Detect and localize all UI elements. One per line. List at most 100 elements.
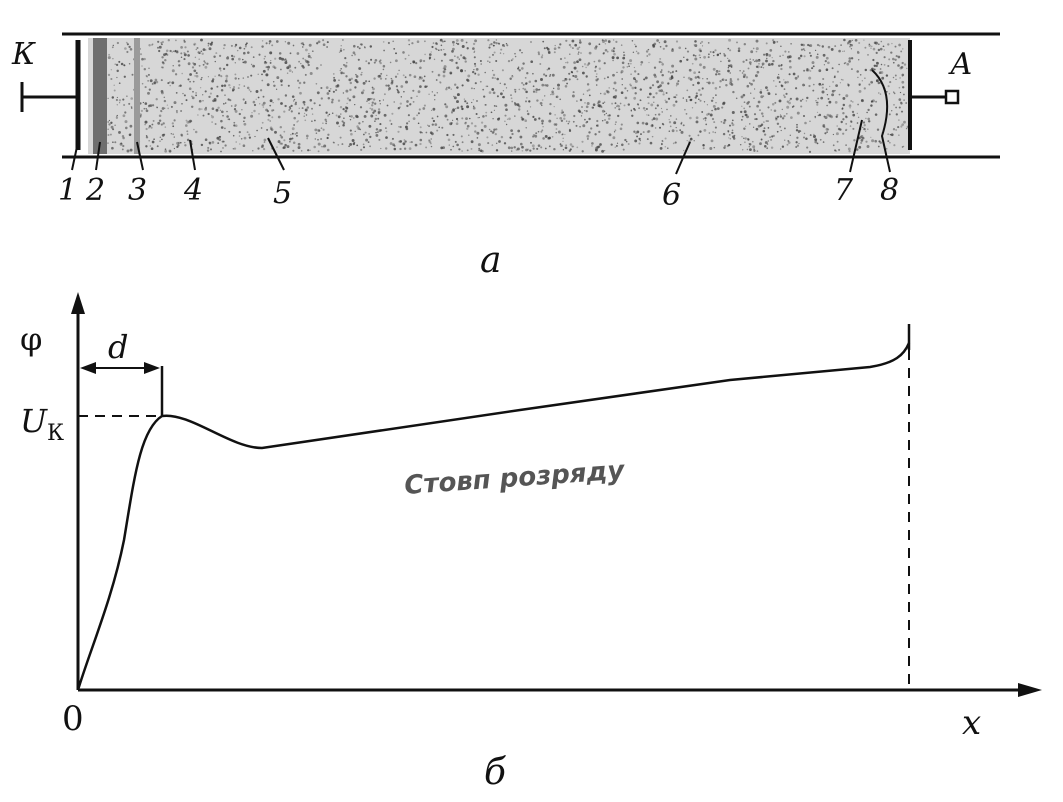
glow-speck xyxy=(890,51,893,54)
glow-speck xyxy=(354,78,358,82)
glow-speck xyxy=(280,80,282,83)
glow-speck xyxy=(345,75,348,78)
glow-speck xyxy=(598,43,601,46)
glow-speck xyxy=(365,60,368,63)
glow-speck xyxy=(430,145,433,148)
glow-speck xyxy=(350,115,353,118)
glow-speck xyxy=(218,74,221,77)
glow-speck xyxy=(243,122,247,126)
glow-speck xyxy=(548,112,552,115)
glow-speck xyxy=(532,72,534,75)
glow-speck xyxy=(262,95,265,98)
glow-speck xyxy=(292,149,295,152)
glow-speck xyxy=(175,91,178,94)
glow-speck xyxy=(559,98,562,101)
glow-speck xyxy=(403,147,407,150)
glow-speck xyxy=(243,47,246,50)
glow-speck xyxy=(247,76,249,78)
glow-speck xyxy=(149,79,153,83)
glow-speck xyxy=(599,92,602,95)
glow-speck xyxy=(433,94,436,97)
glow-speck xyxy=(224,102,227,104)
glow-speck xyxy=(493,128,496,131)
glow-speck xyxy=(561,109,563,112)
glow-speck xyxy=(452,108,456,112)
leader-4 xyxy=(189,139,196,171)
glow-speck xyxy=(901,146,904,148)
glow-speck xyxy=(151,104,155,107)
glow-speck xyxy=(229,87,231,89)
glow-speck xyxy=(216,95,219,98)
glow-speck xyxy=(289,52,292,55)
glow-speck xyxy=(187,78,190,81)
glow-speck xyxy=(112,58,114,60)
glow-speck xyxy=(845,129,847,132)
glow-speck xyxy=(821,45,825,48)
leader-5 xyxy=(267,137,285,171)
glow-speck xyxy=(638,142,641,145)
glow-speck xyxy=(530,41,532,43)
glow-speck xyxy=(848,84,850,86)
glow-speck xyxy=(887,43,890,46)
glow-speck xyxy=(384,147,388,150)
glow-speck xyxy=(867,108,870,112)
glow-speck xyxy=(393,101,395,103)
glow-speck xyxy=(336,84,340,88)
glow-speck xyxy=(449,59,451,61)
glow-speck xyxy=(487,142,490,145)
glow-speck xyxy=(342,107,345,111)
glow-speck xyxy=(621,84,623,86)
glow-speck xyxy=(314,138,316,140)
glow-speck xyxy=(250,63,253,66)
glow-speck xyxy=(447,138,451,142)
glow-speck xyxy=(553,147,556,151)
glow-speck xyxy=(697,134,700,137)
glow-speck xyxy=(453,96,457,100)
glow-speck xyxy=(288,106,291,109)
glow-speck xyxy=(413,75,417,79)
glow-speck xyxy=(866,145,870,148)
glow-speck xyxy=(512,58,514,60)
glow-speck xyxy=(496,77,499,81)
glow-speck xyxy=(755,47,759,51)
glow-speck xyxy=(150,126,153,129)
glow-speck xyxy=(373,61,376,64)
glow-speck xyxy=(656,80,660,84)
glow-speck xyxy=(412,100,415,103)
glow-speck xyxy=(456,86,459,89)
glow-speck xyxy=(307,54,311,58)
glow-speck xyxy=(856,122,859,124)
glow-speck xyxy=(893,91,895,93)
glow-speck xyxy=(636,135,639,138)
glow-speck xyxy=(597,59,601,63)
glow-speck xyxy=(564,133,566,136)
glow-speck xyxy=(379,77,383,80)
glow-speck xyxy=(685,100,688,103)
glow-speck xyxy=(773,41,775,43)
glow-speck xyxy=(577,109,581,113)
glow-speck xyxy=(397,130,400,133)
glow-speck xyxy=(871,139,875,143)
glow-speck xyxy=(891,110,893,112)
glow-speck xyxy=(814,116,817,119)
glow-speck xyxy=(145,74,148,77)
glow-speck xyxy=(751,140,754,143)
glow-speck xyxy=(752,47,755,50)
glow-speck xyxy=(745,113,748,116)
glow-speck xyxy=(430,138,432,140)
glow-speck xyxy=(875,79,879,83)
glow-speck xyxy=(408,120,410,123)
glow-speck xyxy=(675,118,678,120)
glow-speck xyxy=(488,91,492,94)
glow-speck xyxy=(377,108,381,111)
glow-speck xyxy=(490,111,493,114)
glow-speck xyxy=(243,60,247,64)
glow-speck xyxy=(845,123,848,125)
glow-speck xyxy=(195,91,198,94)
glow-speck xyxy=(874,41,878,45)
glow-speck xyxy=(495,142,498,145)
glow-speck xyxy=(669,125,672,128)
glow-speck xyxy=(261,144,264,147)
glow-speck xyxy=(715,69,719,73)
glow-speck xyxy=(415,61,418,65)
